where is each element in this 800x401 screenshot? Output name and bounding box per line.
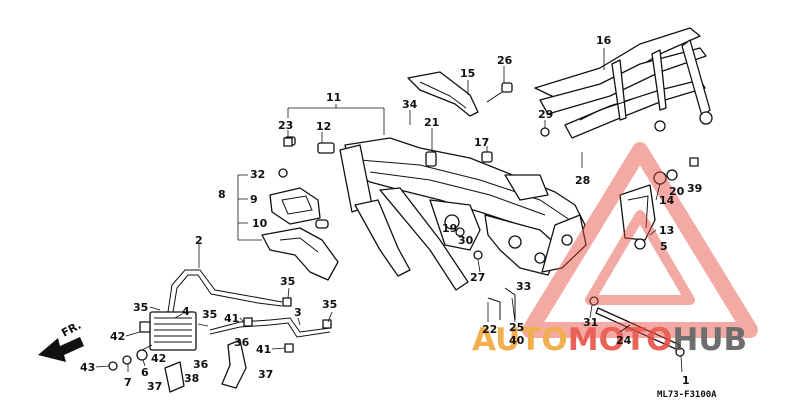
part-7-washer — [122, 355, 132, 365]
watermark-triangle-outer — [522, 142, 758, 338]
callout-35-c: 35 — [202, 308, 217, 321]
callout-40: 40 — [509, 334, 525, 347]
callout-34: 34 — [402, 98, 418, 111]
seat-rail — [534, 27, 713, 139]
part-36-hose-clamps — [164, 339, 247, 393]
watermark-brand: AUTOMOTOHUB — [472, 322, 747, 358]
callout-20: 20 — [669, 185, 685, 198]
callout-28: 28 — [575, 174, 590, 187]
callout-31: 31 — [583, 316, 598, 329]
part-9-plate — [269, 187, 321, 225]
callout-9: 9 — [250, 193, 258, 206]
part-27-bolt — [473, 250, 483, 260]
callout-24: 24 — [616, 334, 632, 347]
callout-29: 29 — [538, 108, 553, 121]
part-39-bolt — [689, 157, 699, 167]
callout-41-b: 41 — [256, 343, 271, 356]
callout-35-b: 35 — [133, 301, 148, 314]
part-32-grommet — [278, 168, 288, 178]
callout-8: 8 — [218, 188, 226, 201]
callout-21: 21 — [424, 116, 439, 129]
part-10-bracket — [261, 219, 339, 281]
callout-38: 38 — [184, 372, 199, 385]
part-3-hose — [209, 317, 331, 338]
callout-23: 23 — [278, 119, 293, 132]
part-43-bolt — [108, 361, 118, 371]
callout-16: 16 — [596, 34, 612, 47]
leader-lines — [95, 48, 683, 373]
front-direction-arrow: FR. — [38, 319, 84, 362]
front-direction-label: FR. — [59, 319, 83, 340]
part-25-bolt — [504, 287, 516, 320]
callout-4: 4 — [182, 305, 190, 318]
callout-22: 22 — [482, 323, 497, 336]
watermark: AUTOMOTOHUB — [472, 142, 758, 358]
part-22-bolt — [487, 297, 501, 320]
callout-37-a: 37 — [147, 380, 162, 393]
part-23-bolt — [283, 137, 293, 147]
part-41-bolt-b — [284, 343, 294, 353]
part-6-washer — [136, 349, 148, 361]
part-2-hose — [167, 269, 283, 313]
watermark-moto: MOTO — [568, 322, 673, 358]
callout-17: 17 — [474, 136, 489, 149]
watermark-auto: AUTO — [472, 322, 568, 358]
callout-43: 43 — [80, 361, 95, 374]
callout-41-a: 41 — [224, 312, 239, 325]
callout-2: 2 — [195, 234, 203, 247]
oil-cooler — [139, 311, 197, 351]
callout-42-a: 42 — [110, 330, 125, 343]
part-26-bolt — [486, 82, 513, 103]
callout-13: 13 — [659, 224, 674, 237]
callouts: 1 2 3 4 5 6 7 8 9 10 11 12 13 14 15 16 1… — [80, 34, 702, 393]
part-13-bracket — [619, 184, 656, 241]
callout-27: 27 — [470, 271, 485, 284]
callout-36-a: 36 — [234, 336, 250, 349]
callout-30: 30 — [458, 234, 474, 247]
part-41-bolt-a — [243, 317, 253, 327]
callout-26: 26 — [497, 54, 513, 67]
callout-14: 14 — [659, 194, 675, 207]
callout-42-b: 42 — [151, 352, 166, 365]
callout-36-b: 36 — [193, 358, 209, 371]
callout-35-d: 35 — [322, 298, 337, 311]
part-24-bolt — [589, 296, 685, 357]
callout-39: 39 — [687, 182, 702, 195]
watermark-triangle-inner — [585, 210, 695, 305]
callout-11: 11 — [326, 91, 341, 104]
watermark-hub: HUB — [672, 322, 747, 358]
callout-33: 33 — [516, 280, 531, 293]
callout-15: 15 — [460, 67, 475, 80]
callout-32: 32 — [250, 168, 265, 181]
callout-37-b: 37 — [258, 368, 273, 381]
callout-12: 12 — [316, 120, 331, 133]
diagram-code: ML73-F3100A — [657, 390, 717, 400]
callout-7: 7 — [124, 376, 132, 389]
part-35-bolt-a — [282, 297, 292, 307]
callout-35-a: 35 — [280, 275, 295, 288]
callout-25: 25 — [509, 321, 524, 334]
callout-6: 6 — [141, 366, 149, 379]
callout-19: 19 — [442, 222, 457, 235]
callout-10: 10 — [252, 217, 268, 230]
main-frame — [284, 136, 587, 291]
callout-1: 1 — [682, 374, 690, 387]
callout-5: 5 — [660, 240, 668, 253]
part-15-cover — [407, 71, 479, 117]
part-30-bolt — [455, 227, 465, 237]
part-20-washer — [666, 169, 678, 181]
callout-3: 3 — [294, 306, 302, 319]
part-5-collar — [634, 238, 646, 250]
part-35-bolt-b — [322, 319, 332, 329]
